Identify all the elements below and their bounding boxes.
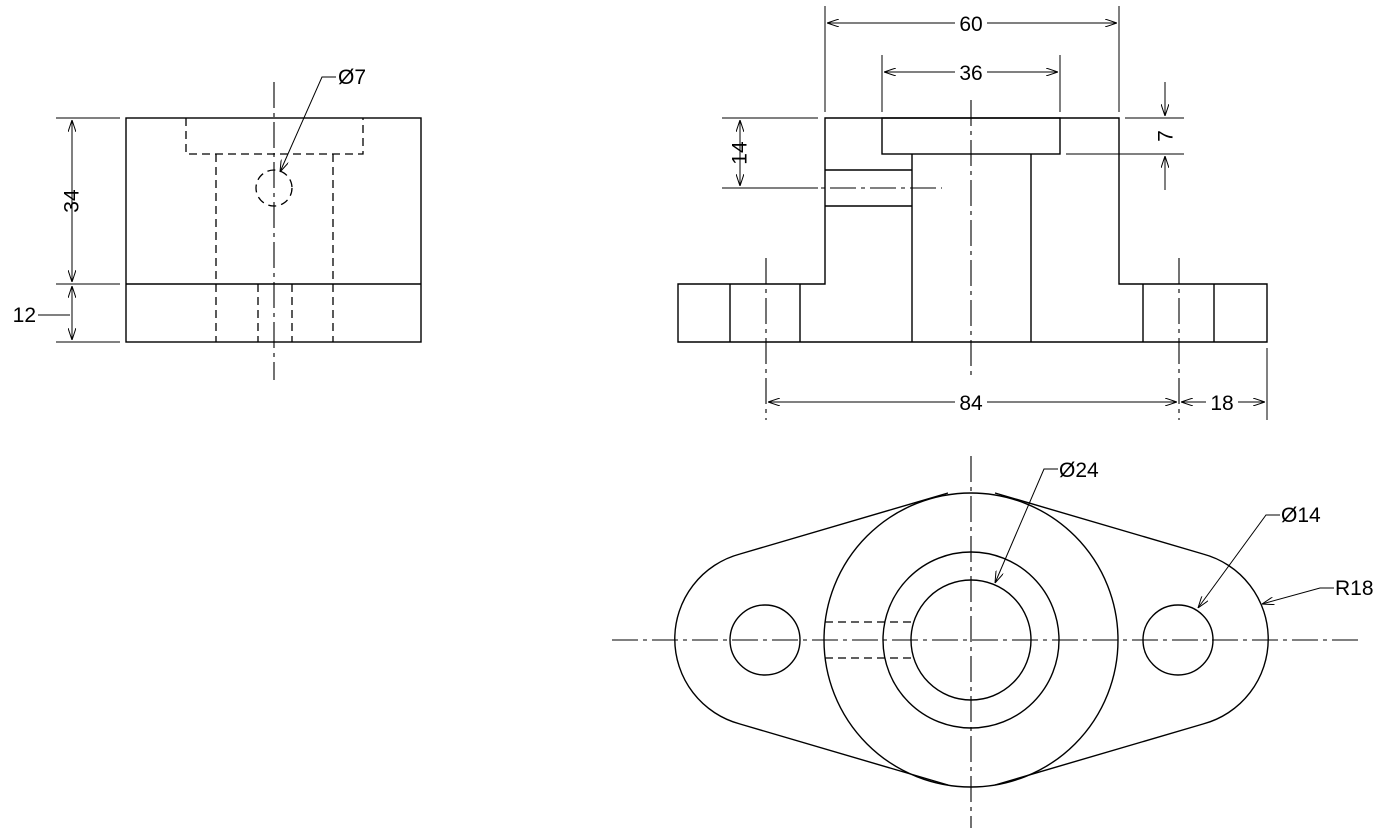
dim-hole14-leader: [1198, 514, 1280, 608]
dim-36-gap: [955, 59, 987, 85]
dim-7-label: 7: [1155, 130, 1178, 142]
dim-r18-leader: [1262, 587, 1334, 604]
dim-60-label: 60: [959, 13, 982, 36]
dim-hole7-leader: [280, 76, 336, 172]
front-view: 60 36 14 7 84 18: [677, 6, 1268, 420]
top-view: Ø24 Ø14 R18: [612, 456, 1374, 828]
dim-18-gap: [1206, 389, 1238, 415]
dim-r18-label: R18: [1335, 577, 1374, 600]
dim-36-label: 36: [959, 62, 982, 85]
dim-18-label: 18: [1210, 392, 1233, 415]
dim-12-label: 12: [13, 304, 36, 327]
front-view-outline: [677, 117, 1268, 343]
dim-bore24-leader: [995, 468, 1058, 583]
top-outline-left: [674, 492, 949, 786]
dim-60-gap: [955, 10, 987, 36]
dim-84-label: 84: [959, 392, 983, 415]
dim-34-label: 34: [61, 189, 84, 213]
dim-84-gap: [955, 389, 987, 415]
top-lug-hole-left: [729, 604, 801, 676]
top-outline-right: [994, 492, 1269, 786]
dim-14-label: 14: [729, 141, 752, 165]
dim-hole7-label: Ø7: [338, 66, 366, 89]
dim-hole14-label: Ø14: [1281, 504, 1321, 527]
dim-bore24-label: Ø24: [1059, 459, 1099, 482]
side-view: 34 12 Ø7: [13, 66, 422, 380]
side-view-outline: [125, 117, 422, 343]
